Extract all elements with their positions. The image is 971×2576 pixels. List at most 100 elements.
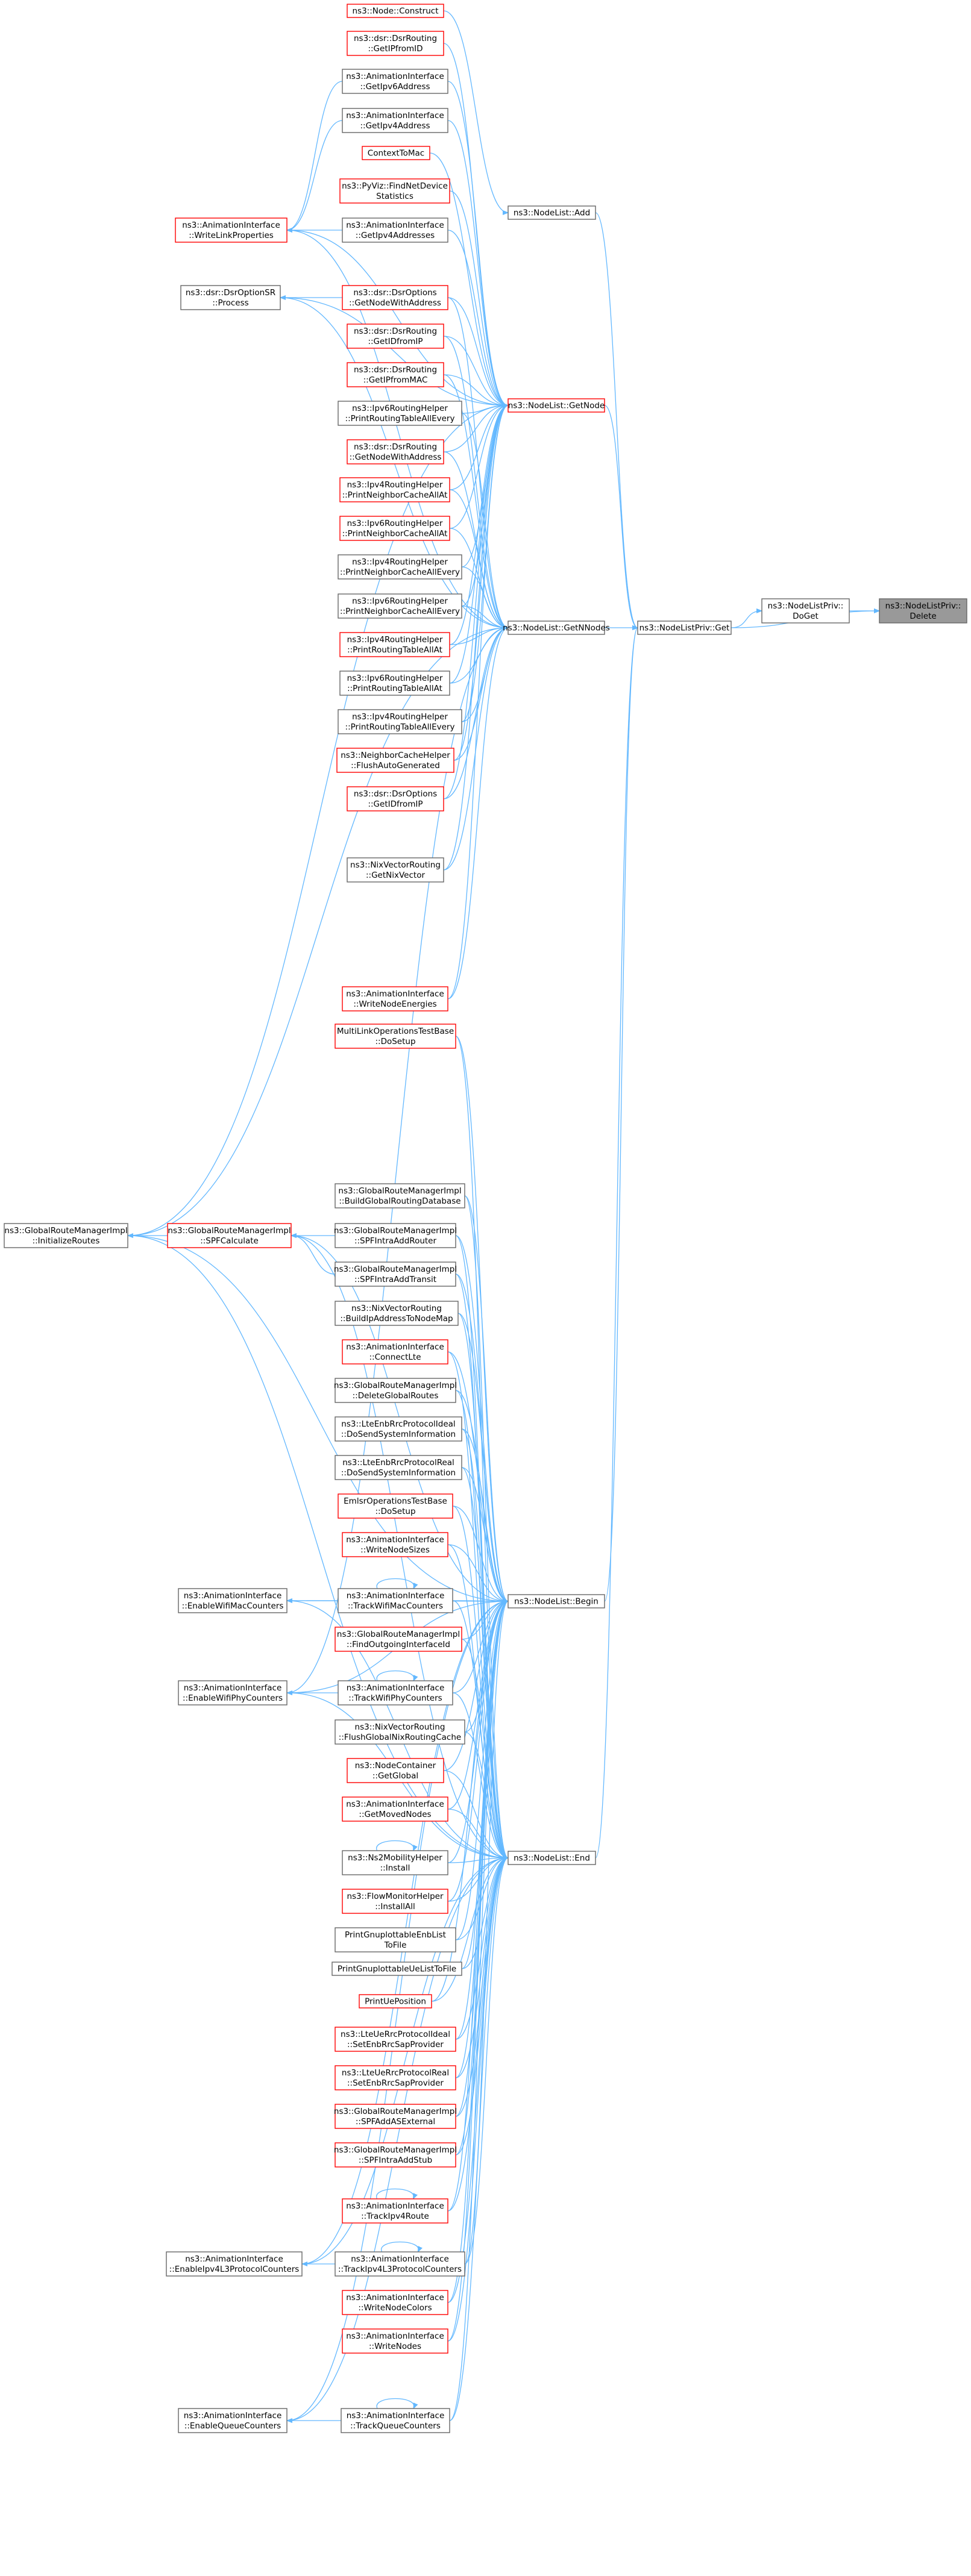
node-ns2-install[interactable]: ns3::Ns2MobilityHelper::Install bbox=[342, 1850, 448, 1875]
node-flowmon-installall[interactable]: ns3::FlowMonitorHelper::InstallAll bbox=[342, 1889, 448, 1914]
node-ipv6-printnbevery[interactable]: ns3::Ipv6RoutingHelper::PrintNeighborCac… bbox=[338, 593, 462, 619]
node-lte-ue-ideal[interactable]: ns3::LteUeRrcProtocolIdeal::SetEnbRrcSap… bbox=[335, 2027, 456, 2052]
node-ai-writenodes[interactable]: ns3::AnimationInterface::WriteNodes bbox=[342, 2328, 448, 2354]
node-dsr-getnodewithaddr2[interactable]: ns3::dsr::DsrRouting::GetNodeWithAddress bbox=[347, 439, 444, 464]
node-ai-writenodeenergies[interactable]: ns3::AnimationInterface::WriteNodeEnergi… bbox=[342, 986, 448, 1011]
node-grm-spfcalc[interactable]: ns3::GlobalRouteManagerImpl::SPFCalculat… bbox=[167, 1223, 292, 1248]
node-nodelist-begin[interactable]: ns3::NodeList::Begin bbox=[507, 1594, 605, 1608]
node-ipv6-printrtat[interactable]: ns3::Ipv6RoutingHelper::PrintRoutingTabl… bbox=[339, 671, 450, 696]
node-grm-deleteglobal[interactable]: ns3::GlobalRouteManagerImpl::DeleteGloba… bbox=[334, 1378, 457, 1403]
node-nodelistpriv-get[interactable]: ns3::NodeListPriv::Get bbox=[637, 621, 732, 635]
node-nodelistpriv-doget[interactable]: ns3::NodeListPriv::DoGet bbox=[761, 598, 850, 624]
node-ai-enablewifiphy[interactable]: ns3::AnimationInterface::EnableWifiPhyCo… bbox=[178, 1680, 288, 1705]
node-box bbox=[342, 217, 448, 243]
node-ai-writenodecolors[interactable]: ns3::AnimationInterface::WriteNodeColors bbox=[342, 2290, 448, 2315]
node-construct[interactable]: ns3::Node::Construct bbox=[347, 4, 444, 18]
node-label: ns3::Ipv4RoutingHelper bbox=[347, 635, 443, 645]
node-dsr-getidfromip[interactable]: ns3::dsr::DsrRouting::GetIDfromIP bbox=[347, 324, 444, 349]
edge-ai-writelink-to-nodelist-getnode bbox=[286, 230, 508, 405]
node-nbcache-flush[interactable]: ns3::NeighborCacheHelper::FlushAutoGener… bbox=[336, 748, 454, 773]
node-ai-enableipv4l3[interactable]: ns3::AnimationInterface::EnableIpv4L3Pro… bbox=[166, 2251, 303, 2277]
node-ai-connectlte[interactable]: ns3::AnimationInterface::ConnectLte bbox=[342, 1339, 448, 1365]
node-dsr-getipfrommac[interactable]: ns3::dsr::DsrRouting::GetIPfromMAC bbox=[347, 362, 444, 387]
node-ipv4-printnbevery[interactable]: ns3::Ipv4RoutingHelper::PrintNeighborCac… bbox=[338, 554, 462, 580]
node-ai-trackwifimac[interactable]: ns3::AnimationInterface::TrackWifiMacCou… bbox=[338, 1588, 453, 1613]
node-nodelist-getnode[interactable]: ns3::NodeList::GetNode bbox=[507, 398, 605, 413]
node-box bbox=[342, 2198, 448, 2224]
node-dsr-getnodewithaddr[interactable]: ns3::dsr::DsrOptions::GetNodeWithAddress bbox=[342, 285, 448, 310]
node-label: ns3::Ipv6RoutingHelper bbox=[352, 404, 448, 413]
node-label: ns3::NodeListPriv:: bbox=[768, 601, 844, 611]
node-gnuplot-uelist[interactable]: PrintGnuplottableUeListToFile bbox=[332, 1962, 462, 1976]
node-label: ns3::Node::Construct bbox=[353, 7, 439, 16]
node-grm-findoutgoing[interactable]: ns3::GlobalRouteManagerImpl::FindOutgoin… bbox=[335, 1627, 462, 1652]
node-label: ns3::AnimationInterface bbox=[346, 1535, 444, 1545]
node-grm-spfaddasext[interactable]: ns3::GlobalRouteManagerImpl::SPFAddASExt… bbox=[334, 2104, 457, 2129]
node-ipv6-printrtall[interactable]: ns3::Ipv6RoutingHelper::PrintRoutingTabl… bbox=[338, 401, 462, 426]
node-dsr-getipfromid[interactable]: ns3::dsr::DsrRouting::GetIPfromID bbox=[347, 31, 444, 56]
edge-ai-trackipv4route-to-ai-trackipv4route bbox=[376, 2188, 414, 2199]
node-label: ::WriteNodeColors bbox=[358, 2303, 432, 2313]
node-dsr-getidfromip2[interactable]: ns3::dsr::DsrOptions::GetIDfromIP bbox=[347, 786, 444, 811]
node-ipv6-printnbat[interactable]: ns3::Ipv6RoutingHelper::PrintNeighborCac… bbox=[339, 516, 450, 541]
node-label: PrintGnuplottableUeListToFile bbox=[338, 1965, 456, 1974]
node-ai-getmovednodes[interactable]: ns3::AnimationInterface::GetMovedNodes bbox=[342, 1796, 448, 1822]
node-ai-trackwifiphy[interactable]: ns3::AnimationInterface::TrackWifiPhyCou… bbox=[338, 1680, 453, 1705]
node-label: ::DeleteGlobalRoutes bbox=[353, 1391, 439, 1401]
edge-ai-writelink-to-nodelist-getnnodes bbox=[286, 230, 508, 628]
node-box bbox=[507, 1594, 605, 1608]
node-ai-getipv6[interactable]: ns3::AnimationInterface::GetIpv6Address bbox=[342, 69, 448, 94]
edge-dsr-getnodewithaddr2-to-nodelist-getnode bbox=[443, 405, 508, 452]
node-label: ::FlushAutoGenerated bbox=[351, 761, 440, 771]
edge-ai-trackipv4route-to-nodelist-end bbox=[447, 1858, 508, 2212]
node-ai-trackqueue[interactable]: ns3::AnimationInterface::TrackQueueCount… bbox=[341, 2408, 450, 2433]
node-lte-ue-real[interactable]: ns3::LteUeRrcProtocolReal::SetEnbRrcSapP… bbox=[335, 2065, 456, 2090]
node-label: ns3::NodeList::End bbox=[514, 1854, 590, 1863]
node-grm-spfintraaddrouter[interactable]: ns3::GlobalRouteManagerImpl::SPFIntraAdd… bbox=[334, 1223, 457, 1248]
node-nix-buildip[interactable]: ns3::NixVectorRouting::BuildIpAddressToN… bbox=[335, 1301, 459, 1326]
node-label: ns3::Ipv6RoutingHelper bbox=[352, 596, 448, 606]
node-lte-real-dosend[interactable]: ns3::LteEnbRrcProtocolReal::DoSendSystem… bbox=[335, 1455, 462, 1480]
node-ai-writelink[interactable]: ns3::AnimationInterface::WriteLinkProper… bbox=[175, 217, 288, 243]
edge-ai-getipv4s-to-nodelist-getnode bbox=[447, 230, 508, 405]
node-nodelist-end[interactable]: ns3::NodeList::End bbox=[507, 1851, 596, 1865]
node-ipv4-printnbat[interactable]: ns3::Ipv4RoutingHelper::PrintNeighborCac… bbox=[339, 477, 450, 502]
node-box bbox=[342, 1532, 448, 1557]
node-grm-buildglobal[interactable]: ns3::GlobalRouteManagerImpl::BuildGlobal… bbox=[335, 1183, 465, 1208]
node-nodelist-add[interactable]: ns3::NodeList::Add bbox=[507, 205, 596, 220]
node-nodelistpriv-delete[interactable]: ns3::NodeListPriv::Delete bbox=[879, 598, 967, 624]
node-ai-enablequeue[interactable]: ns3::AnimationInterface::EnableQueueCoun… bbox=[178, 2408, 288, 2433]
node-ai-enablewifimac[interactable]: ns3::AnimationInterface::EnableWifiMacCo… bbox=[178, 1588, 288, 1613]
edge-grm-findoutgoing-to-nodelist-end bbox=[461, 1639, 508, 1858]
node-nix-getnixvector[interactable]: ns3::NixVectorRouting::GetNixVector bbox=[347, 857, 444, 883]
node-nodelist-getnnodes[interactable]: ns3::NodeList::GetNNodes bbox=[503, 621, 610, 635]
node-printuepos[interactable]: PrintUePosition bbox=[359, 1994, 432, 2009]
node-ai-trackipv4route[interactable]: ns3::AnimationInterface::TrackIpv4Route bbox=[342, 2198, 448, 2224]
node-dsr-optsr[interactable]: ns3::dsr::DsrOptionSR::Process bbox=[180, 285, 281, 310]
node-nodecontainer-getglobal[interactable]: ns3::NodeContainer::GetGlobal bbox=[347, 1758, 444, 1783]
node-ai-writenodesizes[interactable]: ns3::AnimationInterface::WriteNodeSizes bbox=[342, 1532, 448, 1557]
node-nix-flush[interactable]: ns3::NixVectorRouting::FlushGlobalNixRou… bbox=[335, 1719, 465, 1745]
node-multilink-dosetup[interactable]: MultiLinkOperationsTestBase::DoSetup bbox=[335, 1024, 456, 1049]
node-ipv4-printrtevery[interactable]: ns3::Ipv4RoutingHelper::PrintRoutingTabl… bbox=[338, 709, 462, 734]
node-label: ::InitializeRoutes bbox=[33, 1236, 100, 1246]
node-contexttomac[interactable]: ContextToMac bbox=[362, 146, 430, 160]
node-label: ns3::FlowMonitorHelper bbox=[347, 1892, 443, 1901]
node-emlsr-dosetup[interactable]: EmlsrOperationsTestBase::DoSetup bbox=[338, 1493, 453, 1519]
node-ai-getipv4s[interactable]: ns3::AnimationInterface::GetIpv4Addresse… bbox=[342, 217, 448, 243]
node-ai-getipv4[interactable]: ns3::AnimationInterface::GetIpv4Address bbox=[342, 108, 448, 133]
edge-grm-initroutes-to-nodelist-getnode bbox=[127, 405, 508, 1236]
node-box bbox=[335, 1223, 456, 1248]
node-grm-spfintraaddstub[interactable]: ns3::GlobalRouteManagerImpl::SPFIntraAdd… bbox=[334, 2142, 457, 2168]
node-ipv4-printrtat[interactable]: ns3::Ipv4RoutingHelper::PrintRoutingTabl… bbox=[339, 632, 450, 657]
node-lte-ideal-dosend[interactable]: ns3::LteEnbRrcProtocolIdeal::DoSendSyste… bbox=[335, 1416, 462, 1442]
edge-nodecontainer-getglobal-to-nodelist-begin bbox=[443, 1601, 508, 1771]
node-ai-trackipv4l3[interactable]: ns3::AnimationInterface::TrackIpv4L3Prot… bbox=[335, 2251, 465, 2277]
edge-ai-enablewifiphy-to-nodelist-getnnodes bbox=[286, 628, 508, 1693]
node-box bbox=[335, 1627, 462, 1652]
edge-ai-writenodes-to-nodelist-end bbox=[447, 1858, 508, 2342]
node-grm-spfintraaddtransit[interactable]: ns3::GlobalRouteManagerImpl::SPFIntraAdd… bbox=[334, 1261, 457, 1287]
node-grm-initroutes[interactable]: ns3::GlobalRouteManagerImpl::InitializeR… bbox=[4, 1223, 128, 1248]
